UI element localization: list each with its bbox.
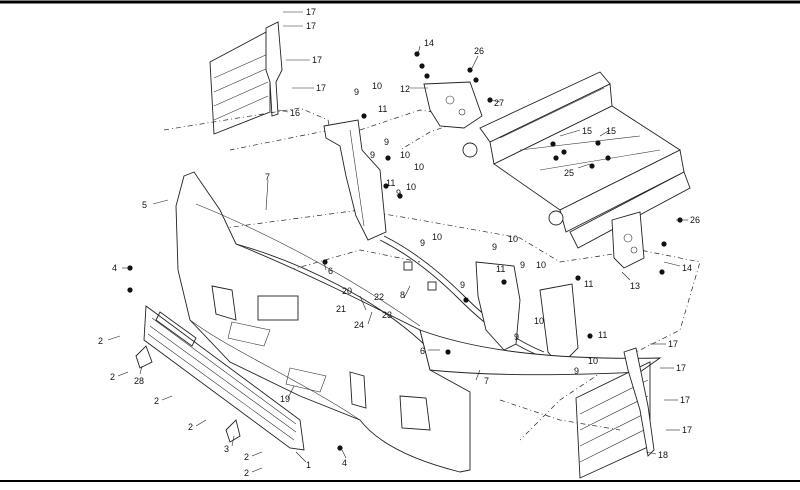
fasteners xyxy=(127,51,683,451)
callout-6: 6 xyxy=(420,346,425,356)
callout-2: 2 xyxy=(244,468,249,478)
callout-11: 11 xyxy=(386,178,395,188)
leader-lines xyxy=(107,11,688,473)
callout-2: 2 xyxy=(154,396,159,406)
callout-11: 11 xyxy=(496,264,505,274)
callout-9: 9 xyxy=(514,332,519,342)
callout-17: 17 xyxy=(312,55,322,65)
callout-14: 14 xyxy=(424,38,434,48)
callout-2: 2 xyxy=(98,336,103,346)
right-support-bracket xyxy=(475,261,579,367)
callout-labels: 17 17 17 17 16 14 26 12 27 15 15 25 26 1… xyxy=(98,7,700,478)
callout-17: 17 xyxy=(680,395,690,405)
callout-25: 25 xyxy=(564,168,574,178)
callout-15: 15 xyxy=(606,126,616,136)
callout-9: 9 xyxy=(520,260,525,270)
callout-5: 5 xyxy=(142,200,147,210)
callout-11: 11 xyxy=(584,279,593,289)
right-deflector-panel xyxy=(575,347,655,479)
callout-22: 22 xyxy=(374,292,384,302)
callout-8: 8 xyxy=(400,290,405,300)
frame-rails xyxy=(462,71,691,249)
lower-grille xyxy=(143,305,305,451)
callout-19: 19 xyxy=(280,394,290,404)
callout-23: 23 xyxy=(382,310,392,320)
callout-17: 17 xyxy=(316,83,326,93)
callout-11: 11 xyxy=(378,104,387,114)
callout-6: 6 xyxy=(328,266,333,276)
right-mount-bracket xyxy=(611,211,645,269)
callout-14: 14 xyxy=(682,263,692,273)
callout-10: 10 xyxy=(432,232,442,242)
left-support-bracket xyxy=(323,119,387,241)
callout-10: 10 xyxy=(508,234,518,244)
callout-2: 2 xyxy=(244,452,249,462)
callout-9: 9 xyxy=(384,137,389,147)
textured-pads xyxy=(227,321,327,393)
callout-9: 9 xyxy=(574,366,579,376)
callout-3: 3 xyxy=(224,444,229,454)
callout-9: 9 xyxy=(420,238,425,248)
callout-10: 10 xyxy=(536,260,546,270)
callout-10: 10 xyxy=(588,356,598,366)
callout-4: 4 xyxy=(112,263,117,273)
callout-24: 24 xyxy=(354,320,364,330)
callout-2: 2 xyxy=(110,372,115,382)
callout-9: 9 xyxy=(370,150,375,160)
callout-1: 1 xyxy=(306,460,311,470)
callout-11: 11 xyxy=(598,330,607,340)
callout-7: 7 xyxy=(265,172,270,182)
callout-20: 20 xyxy=(342,286,352,296)
callout-4: 4 xyxy=(342,458,347,468)
callout-17: 17 xyxy=(306,21,316,31)
small-clip-parts xyxy=(135,345,241,443)
top-mount-bracket xyxy=(423,81,483,129)
callout-26: 26 xyxy=(690,215,700,225)
callout-10: 10 xyxy=(406,182,416,192)
callout-10: 10 xyxy=(534,316,544,326)
callout-17: 17 xyxy=(306,7,316,17)
bumper-shell xyxy=(175,171,662,473)
callout-16: 16 xyxy=(290,108,300,118)
callout-2: 2 xyxy=(188,422,193,432)
callout-17: 17 xyxy=(676,363,686,373)
callout-28: 28 xyxy=(134,376,144,386)
callout-10: 10 xyxy=(400,150,410,160)
callout-27: 27 xyxy=(494,98,504,108)
callout-9: 9 xyxy=(354,87,359,97)
callout-9: 9 xyxy=(396,188,401,198)
callout-18: 18 xyxy=(658,450,668,460)
left-deflector-panel xyxy=(209,21,283,135)
callout-7: 7 xyxy=(484,376,489,386)
callout-10: 10 xyxy=(414,162,424,172)
callout-17: 17 xyxy=(668,339,678,349)
callout-10: 10 xyxy=(372,81,382,91)
callout-15: 15 xyxy=(582,126,592,136)
callout-13: 13 xyxy=(630,281,640,291)
callout-17: 17 xyxy=(682,425,692,435)
callout-9: 9 xyxy=(492,242,497,252)
callout-9: 9 xyxy=(460,280,465,290)
callout-12: 12 xyxy=(400,84,410,94)
callout-26: 26 xyxy=(474,46,484,56)
callout-21: 21 xyxy=(336,304,346,314)
